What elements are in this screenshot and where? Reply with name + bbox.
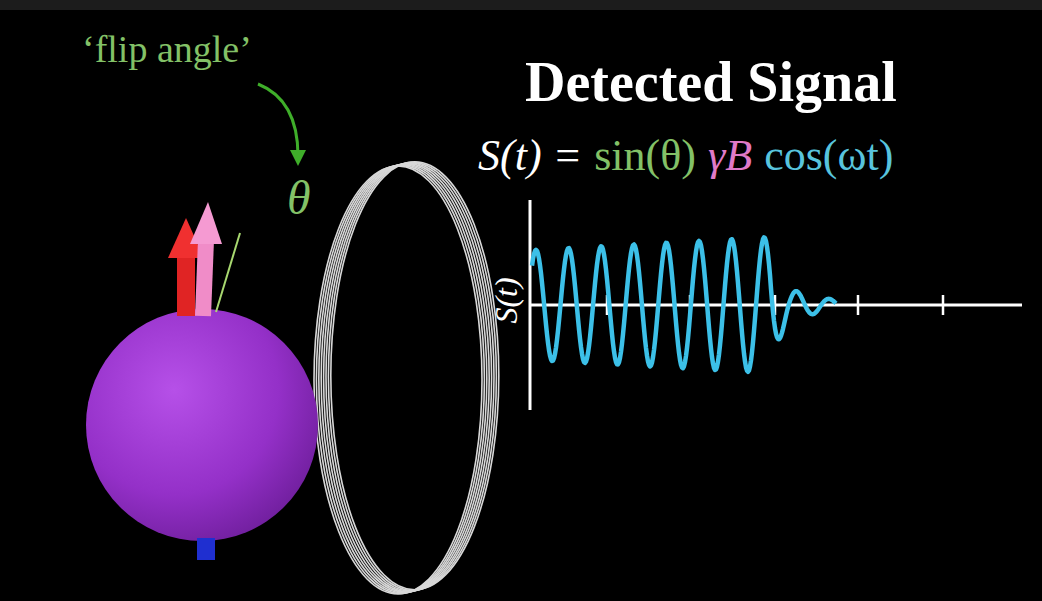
coil-ring — [321, 164, 489, 592]
formula-sine: sin(θ) — [594, 134, 696, 178]
coil-ring — [314, 166, 482, 594]
coil-ring — [324, 164, 492, 592]
south-pole — [197, 538, 215, 560]
pink-arrow-head — [190, 202, 222, 244]
coil-ring — [319, 165, 487, 593]
theta-symbol: θ — [287, 170, 311, 225]
angle-line — [216, 233, 240, 312]
pink-arrow-shaft — [203, 240, 206, 316]
pointer-arrow — [258, 84, 298, 156]
signal-wave — [532, 237, 836, 371]
proton-sphere — [86, 309, 318, 541]
formula-cosine: cos(ωt) — [764, 134, 893, 178]
coil-ring — [328, 162, 496, 590]
signal-formula: S(t) = sin(θ) γB cos(ωt) — [478, 134, 893, 178]
coil — [314, 162, 499, 594]
pointer-arrow-head — [290, 150, 306, 166]
red-arrow-shaft — [177, 255, 195, 316]
coil-ring — [331, 162, 499, 590]
title: Detected Signal — [525, 50, 897, 114]
flip-angle-label: ‘flip angle’ — [82, 27, 252, 71]
coil-ring — [316, 165, 484, 593]
formula-gamma-b: γB — [708, 134, 752, 178]
formula-lhs: S(t) = — [478, 134, 582, 178]
y-axis-label: S(t) — [487, 277, 524, 323]
coil-ring — [326, 163, 494, 591]
top-bar — [0, 0, 1042, 10]
